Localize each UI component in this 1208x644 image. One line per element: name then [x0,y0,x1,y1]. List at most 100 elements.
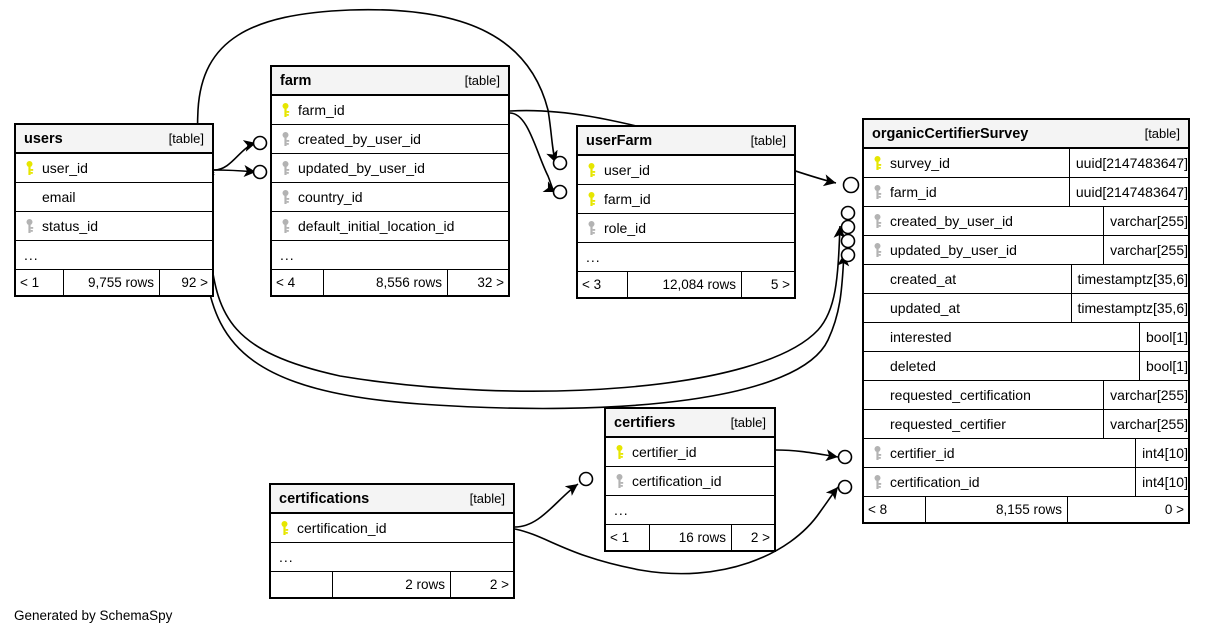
table-footer-certifications: 2 rows 2 > [271,572,513,597]
foreign-key-icon [864,213,890,229]
column-name: status_id [42,218,99,234]
zero-marker [840,233,856,249]
foreign-key-icon [16,218,42,234]
more-columns-ellipsis: ... [272,241,508,270]
foreign-key-icon [272,160,298,176]
column-row[interactable]: default_initial_location_id [272,212,508,241]
column-name: updated_at [890,300,961,316]
column-name: farm_id [890,184,937,200]
primary-key-icon [272,102,298,118]
column-row[interactable]: created_by_user_id [272,125,508,154]
foreign-key-icon [864,474,890,490]
foreign-key-icon [272,131,298,147]
column-type: varchar[255] [1103,236,1188,264]
table-certifications[interactable]: certifications[table]certification_id...… [269,483,515,599]
table-tag: [table] [464,73,500,88]
column-row[interactable]: created_at timestamptz[35,6] [864,265,1188,294]
column-type: timestamptz[35,6] [1070,265,1188,293]
column-row[interactable]: user_id [578,156,794,185]
footer-children[interactable]: 2 > [750,530,770,545]
generated-by-note: Generated by SchemaSpy [14,608,173,623]
footer-rowcount: 9,755 rows [64,270,160,295]
table-tag: [table] [1144,126,1180,141]
footer-parents[interactable]: < 1 [16,270,64,295]
footer-rowcount: 2 rows [333,572,451,597]
column-type: varchar[255] [1103,410,1188,438]
table-header-organicCertifierSurvey: organicCertifierSurvey[table] [864,120,1188,149]
zero-marker [578,471,594,487]
table-header-userFarm: userFarm[table] [578,127,794,156]
column-name: role_id [604,220,647,236]
column-row[interactable]: farm_id [272,96,508,125]
primary-key-icon [271,520,297,536]
footer-children[interactable]: 5 > [770,277,790,292]
column-row[interactable]: status_id [16,212,212,241]
column-row[interactable]: certification_id [606,467,774,496]
column-name: certification_id [890,474,980,490]
foreign-key-icon [272,218,298,234]
column-name: created_by_user_id [890,213,1013,229]
table-header-certifiers: certifiers[table] [606,409,774,438]
column-row[interactable]: role_id [578,214,794,243]
column-row[interactable]: updated_by_user_id [272,154,508,183]
footer-children[interactable]: 32 > [477,275,504,290]
more-columns-ellipsis: ... [16,241,212,270]
footer-children[interactable]: 92 > [181,275,208,290]
footer-parents[interactable]: < 8 [864,497,926,522]
footer-parents[interactable]: < 3 [578,272,628,297]
footer-children[interactable]: 0 > [1164,502,1184,517]
footer-parents[interactable]: < 4 [272,270,324,295]
footer-rowcount: 16 rows [650,525,732,550]
column-name: default_initial_location_id [298,218,455,234]
column-row[interactable]: certification_id [271,514,513,543]
column-name: certifier_id [632,444,697,460]
column-row[interactable]: requested_certification varchar[255] [864,381,1188,410]
column-row[interactable]: farm_id [578,185,794,214]
column-name: created_at [890,271,957,287]
footer-rowcount: 12,084 rows [628,272,742,297]
zero-marker [552,155,568,171]
column-name: certifier_id [890,445,955,461]
table-header-certifications: certifications [table] [271,485,513,514]
footer-children[interactable]: 2 > [489,577,509,592]
table-tag: [table] [730,415,766,430]
table-name: certifications [279,490,370,507]
column-type: varchar[255] [1103,381,1188,409]
column-name: deleted [890,358,936,374]
column-name: survey_id [890,155,950,171]
footer-parents[interactable] [271,572,333,597]
column-row[interactable]: user_id [16,154,212,183]
primary-key-icon [606,444,632,460]
table-tag: [table] [469,491,505,506]
table-certifiers[interactable]: certifiers[table] certifier_id certificati… [604,407,776,552]
column-name: farm_id [604,191,651,207]
table-header-farm: farm [table] [272,67,508,96]
column-row[interactable]: certifier_id [606,438,774,467]
column-name: farm_id [298,102,345,118]
column-name: interested [890,329,952,345]
zero-marker [252,135,268,151]
table-name: farm [280,72,312,89]
column-row[interactable]: email [16,183,212,212]
foreign-key-icon [864,445,890,461]
column-name: requested_certification [890,387,1031,403]
column-name: user_id [604,162,650,178]
footer-parents[interactable]: < 1 [606,525,650,550]
column-row[interactable]: country_id [272,183,508,212]
